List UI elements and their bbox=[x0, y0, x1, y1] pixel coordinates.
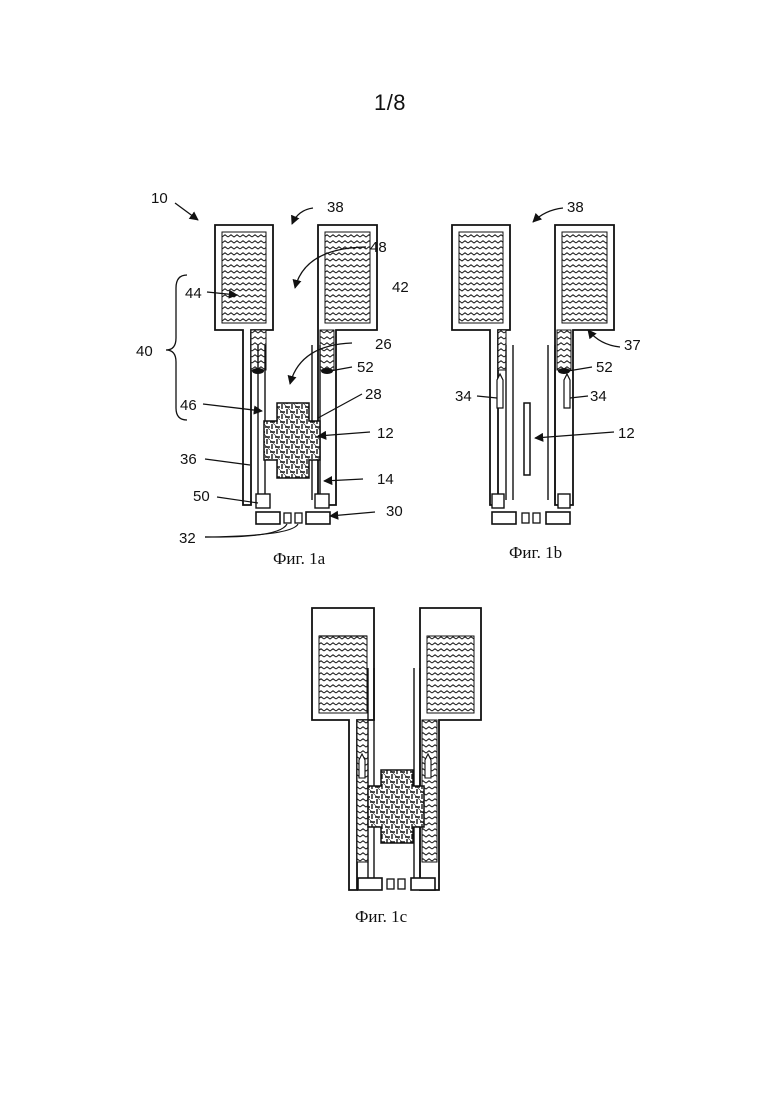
label-48: 48 bbox=[370, 239, 387, 256]
label-34-right: 34 bbox=[590, 388, 607, 405]
right-fluid-reservoir bbox=[325, 232, 370, 323]
figure-1a: 10 38 48 44 42 40 26 52 28 46 12 36 14 5… bbox=[136, 190, 409, 568]
left-fluid-reservoir bbox=[222, 232, 266, 323]
caption-fig-1b: Фиг. 1b bbox=[509, 543, 562, 562]
label-26: 26 bbox=[375, 336, 392, 353]
pin-left bbox=[497, 374, 503, 408]
label-32: 32 bbox=[179, 530, 196, 547]
label-28: 28 bbox=[365, 386, 382, 403]
figure-1c: Фиг. 1c bbox=[312, 608, 481, 926]
figure-1b: 38 37 52 34 34 12 Фиг. 1b bbox=[452, 199, 641, 562]
label-12: 12 bbox=[377, 425, 394, 442]
pin-right bbox=[564, 374, 570, 408]
label-38: 38 bbox=[327, 199, 344, 216]
right-channel-fluid bbox=[320, 330, 334, 370]
label-52: 52 bbox=[357, 359, 374, 376]
label-37: 37 bbox=[624, 337, 641, 354]
label-36: 36 bbox=[180, 451, 197, 468]
label-50: 50 bbox=[193, 488, 210, 505]
right-fluid-reservoir bbox=[562, 232, 607, 323]
caption-fig-1a: Фиг. 1a bbox=[273, 549, 326, 568]
label-12: 12 bbox=[618, 425, 635, 442]
label-10: 10 bbox=[151, 190, 168, 207]
base-plate-right bbox=[306, 512, 330, 524]
left-fluid-reservoir-partial bbox=[319, 636, 367, 713]
crosshatched-element bbox=[368, 770, 424, 843]
label-52: 52 bbox=[596, 359, 613, 376]
label-34-left: 34 bbox=[455, 388, 472, 405]
label-40: 40 bbox=[136, 343, 153, 360]
seal-left bbox=[252, 368, 264, 374]
label-42: 42 bbox=[392, 279, 409, 296]
label-44: 44 bbox=[185, 285, 202, 302]
left-fluid-reservoir bbox=[459, 232, 503, 323]
caption-fig-1c: Фиг. 1c bbox=[355, 907, 408, 926]
thin-element bbox=[524, 403, 530, 475]
label-14: 14 bbox=[377, 471, 394, 488]
base-plate-left bbox=[256, 512, 280, 524]
label-30: 30 bbox=[386, 503, 403, 520]
label-38: 38 bbox=[567, 199, 584, 216]
right-fluid-reservoir-partial bbox=[427, 636, 474, 713]
label-46: 46 bbox=[180, 397, 197, 414]
